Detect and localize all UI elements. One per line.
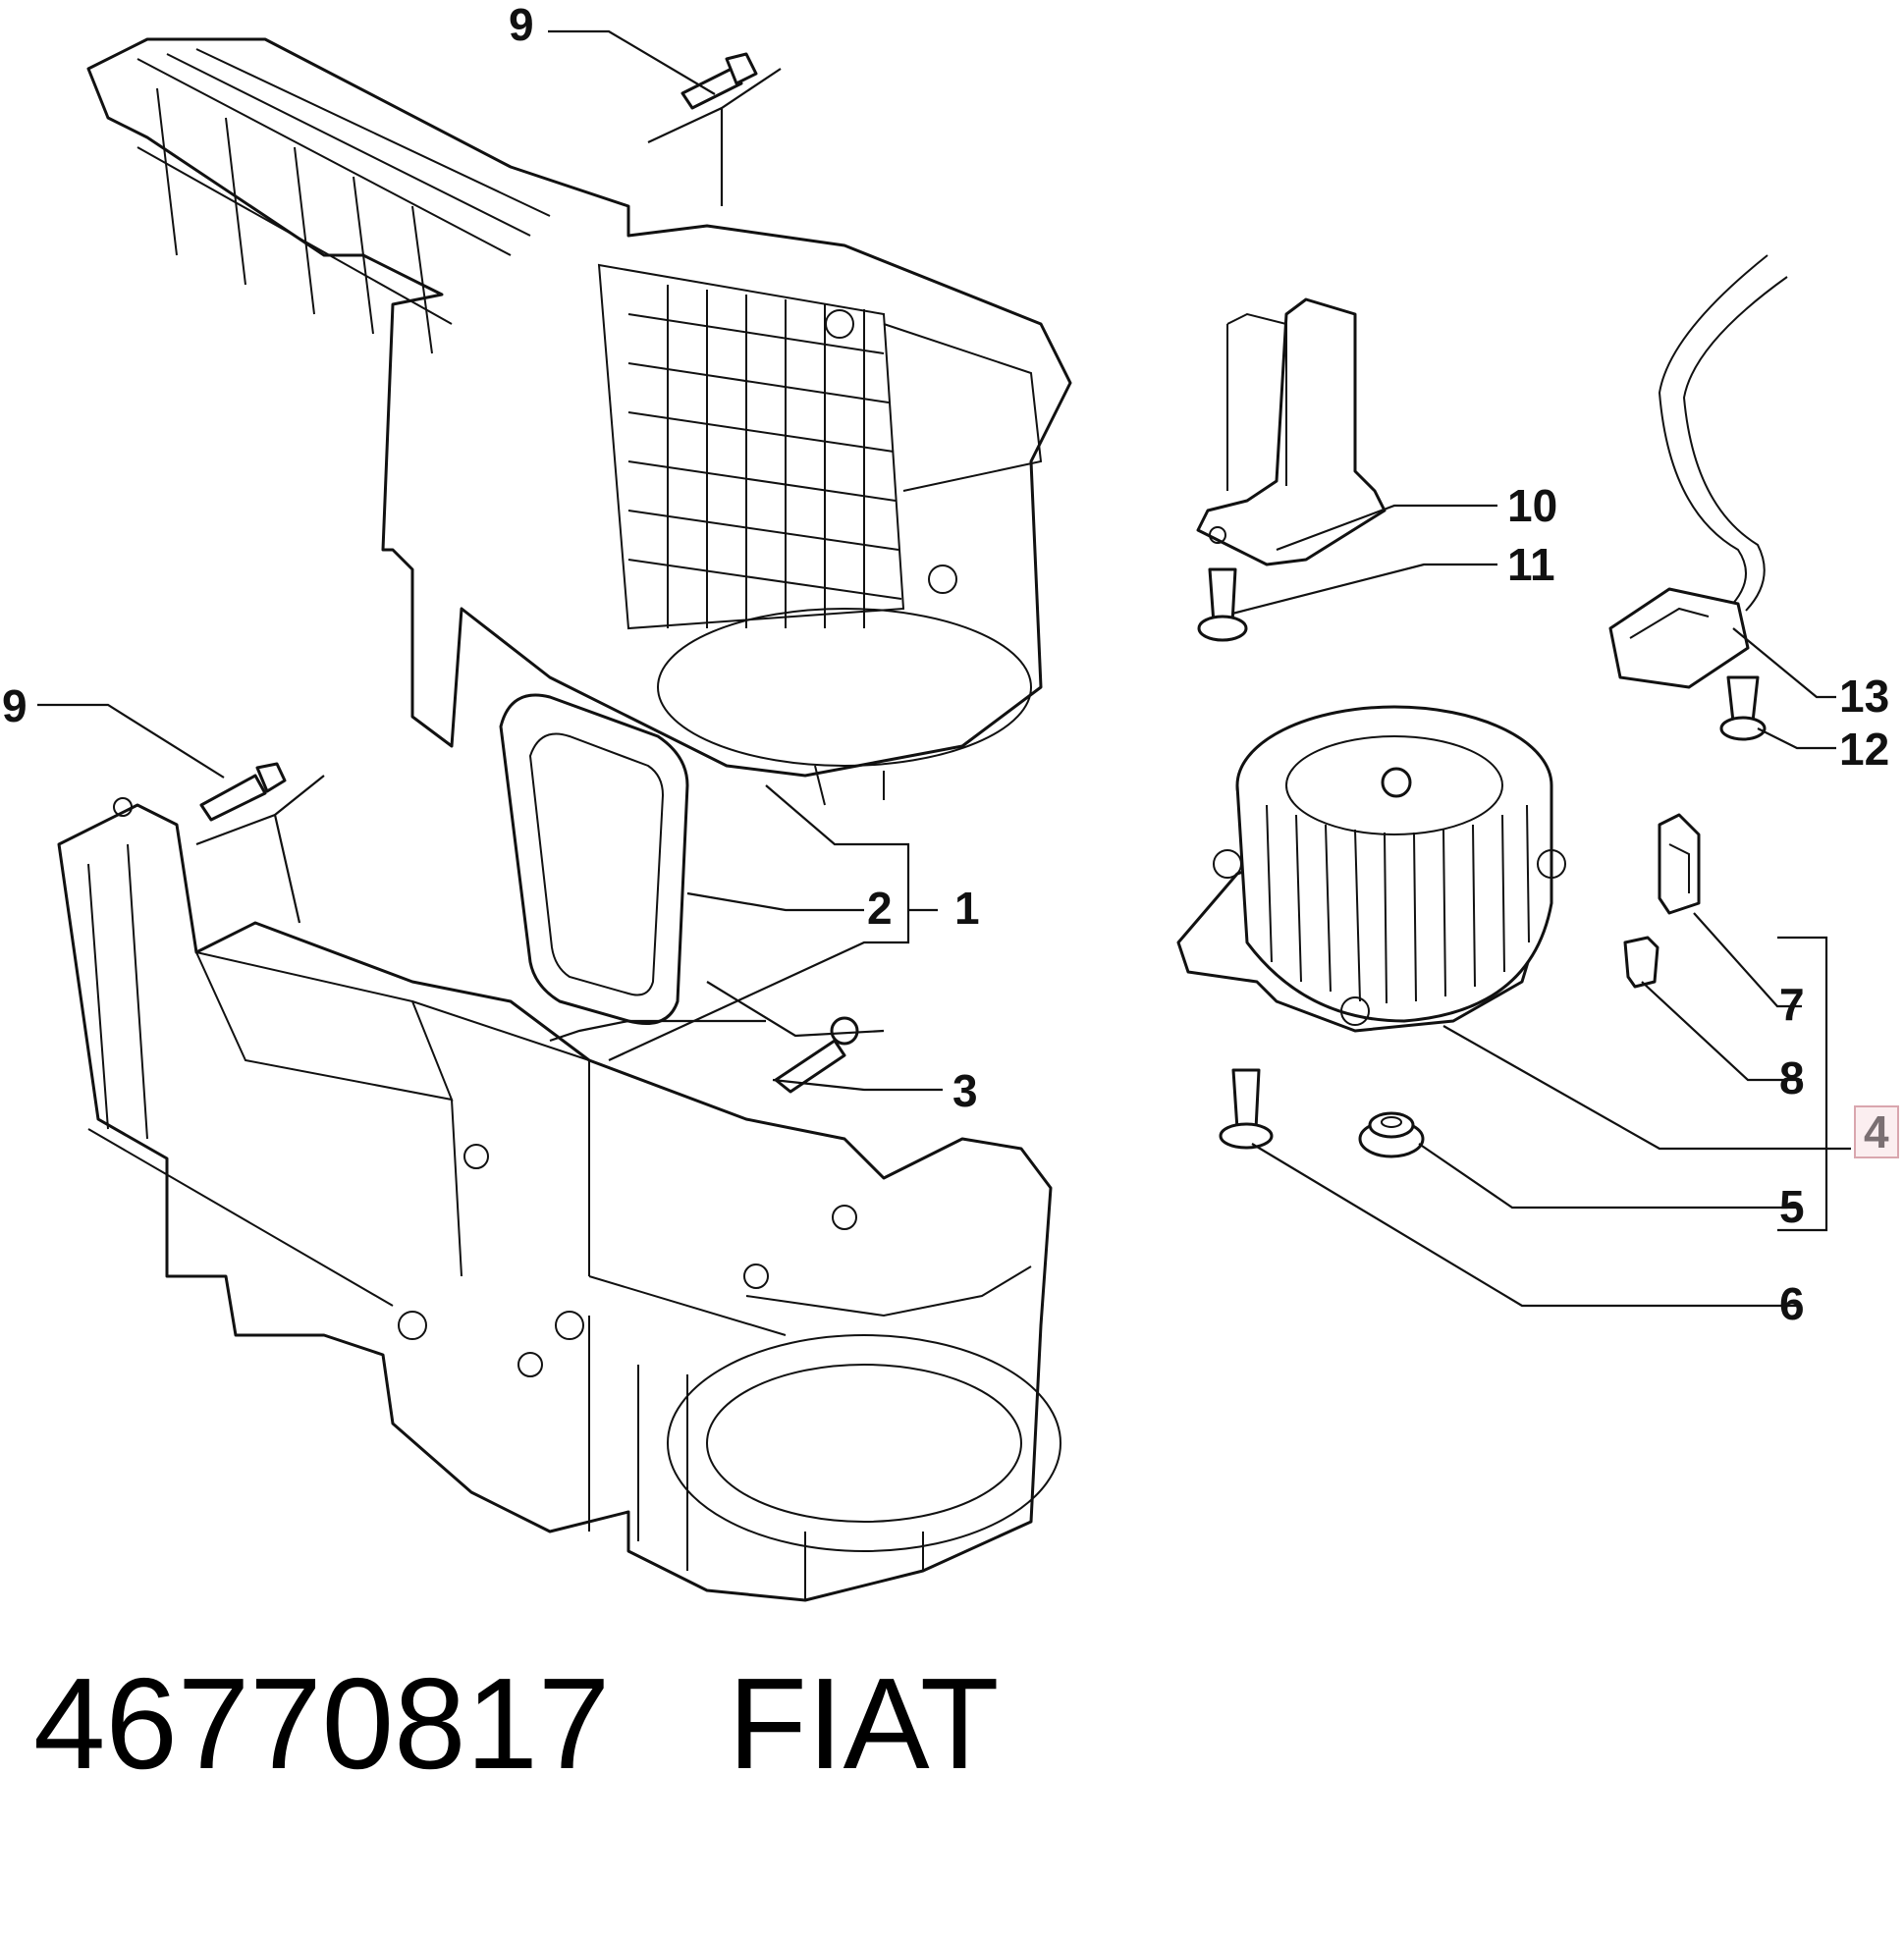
callout-12: 12 — [1839, 724, 1890, 775]
callout-6: 6 — [1779, 1278, 1805, 1329]
callout-11: 11 — [1507, 539, 1555, 590]
gasket — [499, 693, 689, 1025]
resistor-10 — [1196, 297, 1387, 566]
screw-11 — [1197, 567, 1248, 642]
callout-8: 8 — [1779, 1052, 1805, 1103]
brand-name: FIAT — [728, 1651, 1000, 1796]
callout-4-highlighted: 4 — [1854, 1105, 1899, 1158]
clip-7 — [1658, 813, 1701, 915]
screw-3 — [774, 1016, 859, 1094]
screw-12 — [1719, 675, 1767, 741]
upper-housing — [86, 37, 1072, 806]
screw-9-top — [680, 52, 758, 110]
blower-fins — [1266, 804, 1530, 1004]
leader-lines — [37, 29, 1851, 1308]
callout-2: 2 — [867, 883, 893, 934]
callout-1: 1 — [954, 883, 980, 934]
upper-grille — [627, 285, 902, 628]
callout-13: 13 — [1839, 671, 1890, 722]
callout-5: 5 — [1779, 1181, 1805, 1232]
callout-9-left: 9 — [2, 680, 27, 731]
callout-3: 3 — [952, 1065, 978, 1116]
callout-10: 10 — [1507, 480, 1558, 531]
screw-9-left — [199, 762, 287, 822]
harness-13 — [1608, 254, 1788, 689]
blower-motor-4 — [1176, 705, 1566, 1033]
callout-7: 7 — [1779, 979, 1805, 1030]
clip-8 — [1623, 936, 1659, 989]
grommet-5 — [1358, 1111, 1425, 1158]
screw-6 — [1219, 1068, 1274, 1150]
lower-housing — [57, 797, 1061, 1602]
part-number: 46770817 — [33, 1651, 611, 1796]
callout-9-top: 9 — [509, 0, 534, 50]
